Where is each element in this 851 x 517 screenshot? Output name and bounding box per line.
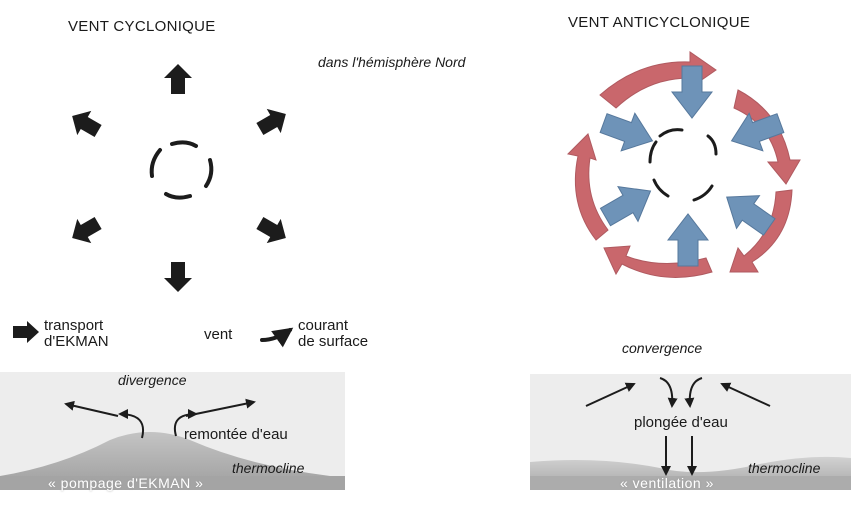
- ekman-arrow-icon: [253, 211, 293, 250]
- surface-current-ring-anticyclonic: [650, 130, 716, 200]
- surface-current-ring-cyclonic: [152, 142, 212, 197]
- legend-wind-label: vent: [204, 327, 232, 343]
- legend-current-line2: de surface: [298, 334, 368, 350]
- thermocline-label-left: thermocline: [232, 460, 304, 476]
- divergence-label: divergence: [118, 372, 187, 388]
- ekman-arrow-icon: [65, 211, 105, 250]
- legend-ekman-line2: d'EKMAN: [44, 334, 109, 350]
- ekman-arrow-icon: [253, 102, 293, 141]
- legend-ekman-line1: transport: [44, 318, 109, 334]
- legend-current-icon: [262, 330, 290, 340]
- downwelling-label: plongée d'eau: [634, 414, 728, 431]
- convergence-label: convergence: [622, 340, 702, 356]
- legend-ekman-label: transport d'EKMAN: [44, 318, 109, 350]
- legend-ekman-icon: [13, 321, 39, 343]
- ekman-arrow-icon: [164, 64, 192, 94]
- cyclonic-wind-title: VENT CYCLONIQUE: [68, 18, 216, 35]
- ekman-arrow-icon: [65, 104, 105, 143]
- ekman-arrows-outward: [65, 64, 293, 292]
- upwelling-label: remontée d'eau: [184, 426, 288, 443]
- legend-current-line1: courant: [298, 318, 368, 334]
- legend-current-label: courant de surface: [298, 318, 368, 350]
- thermocline-label-right: thermocline: [748, 460, 820, 476]
- anticyclonic-wind-title: VENT ANTICYCLONIQUE: [568, 14, 750, 31]
- ekman-arrow-icon: [668, 214, 708, 266]
- wind-arrow-icon: [568, 134, 608, 240]
- hemisphere-label: dans l'hémisphère Nord: [318, 54, 465, 70]
- ventilation-label: « ventilation »: [620, 475, 714, 491]
- ekman-arrow-icon: [164, 262, 192, 292]
- ekman-pumping-label: « pompage d'EKMAN »: [48, 475, 203, 491]
- ekman-arrow-icon: [595, 174, 660, 235]
